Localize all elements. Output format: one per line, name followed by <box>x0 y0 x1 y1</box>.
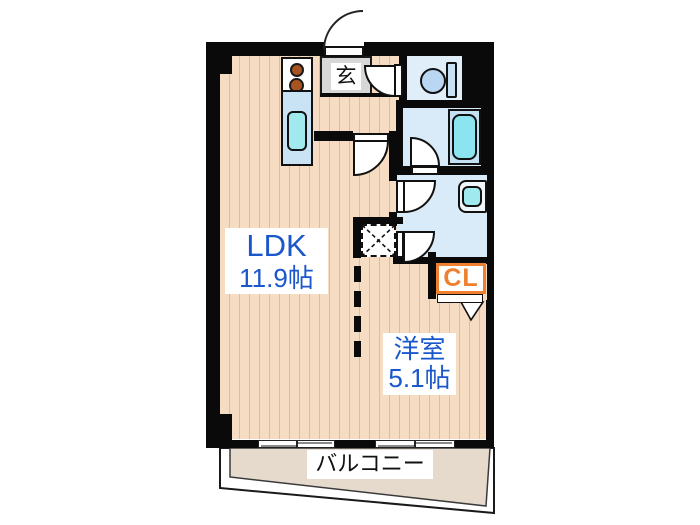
western-room-label: 洋室 5.1帖 <box>383 333 456 395</box>
ldk-label: LDK 11.9帖 <box>225 228 328 294</box>
window-sash-line <box>261 445 297 447</box>
balcony-label: バルコニー <box>307 450 433 479</box>
entrance-door-leaf <box>324 46 364 57</box>
wall-bath-wash-1 <box>396 166 411 175</box>
wall-bath-wash-2 <box>439 166 494 175</box>
wall-top-left <box>206 42 324 56</box>
wall-toilet-bath <box>396 100 494 108</box>
window-sash-tick <box>414 440 416 448</box>
wall-corner-top-left <box>206 42 232 74</box>
closet-door-bar <box>437 294 483 303</box>
ldk-name: LDK <box>246 228 307 264</box>
wall-closet-left <box>428 252 436 299</box>
balcony-text: バルコニー <box>315 451 425 477</box>
closet-text: CL <box>443 264 479 292</box>
toilet-door-swing-icon <box>363 65 396 98</box>
wall-hall-toilet <box>399 54 407 100</box>
washroom-door-swing-icon <box>403 180 437 214</box>
wall-hall-bottom <box>314 131 353 141</box>
washbasin-icon <box>462 186 482 207</box>
stove-burner-icon <box>290 63 304 77</box>
window-sash-line <box>415 442 452 444</box>
wall-left <box>206 42 220 448</box>
closet-label: CL <box>436 263 486 294</box>
western-room-size: 5.1帖 <box>388 363 451 393</box>
wall-ldk-east-upper <box>389 131 397 181</box>
entrance-door-swing-icon <box>323 10 364 51</box>
bathtub-icon <box>452 114 477 160</box>
wall-top-right <box>364 42 492 56</box>
wall-right-wash <box>487 175 494 300</box>
wall-right-bath <box>481 107 494 175</box>
toilet-bowl-icon <box>420 68 446 94</box>
bathroom-door-swing-icon <box>410 136 441 167</box>
window-sash-line <box>378 445 415 447</box>
ldk-size: 11.9帖 <box>239 262 314 293</box>
hall-ldk-door-swing-icon <box>353 140 390 177</box>
wall-bath-left <box>396 107 403 167</box>
wall-right-top-chunk <box>462 42 494 107</box>
window-sash-tick <box>296 440 298 448</box>
entrance-kanji: 玄 <box>335 64 357 88</box>
wall-niche-top <box>353 217 403 224</box>
wall-bottom-2 <box>335 440 375 448</box>
western-room-name: 洋室 <box>393 333 446 364</box>
entrance-label: 玄 <box>331 63 361 90</box>
closet-folding-door-icon <box>459 301 485 322</box>
wall-bottom-3 <box>455 440 492 448</box>
window-sash-line <box>297 442 332 444</box>
wall-niche-left <box>353 217 361 258</box>
genkan-step-edge <box>320 93 402 97</box>
wall-bottom-1 <box>220 440 258 448</box>
toilet-tank-icon <box>446 62 457 98</box>
washer-pan-cross <box>361 224 396 257</box>
washroom-lower-door-swing-icon <box>403 231 436 264</box>
wall-wash-bottom <box>393 257 494 264</box>
kitchen-sink-icon <box>287 111 307 151</box>
wall-right-low <box>486 300 494 448</box>
